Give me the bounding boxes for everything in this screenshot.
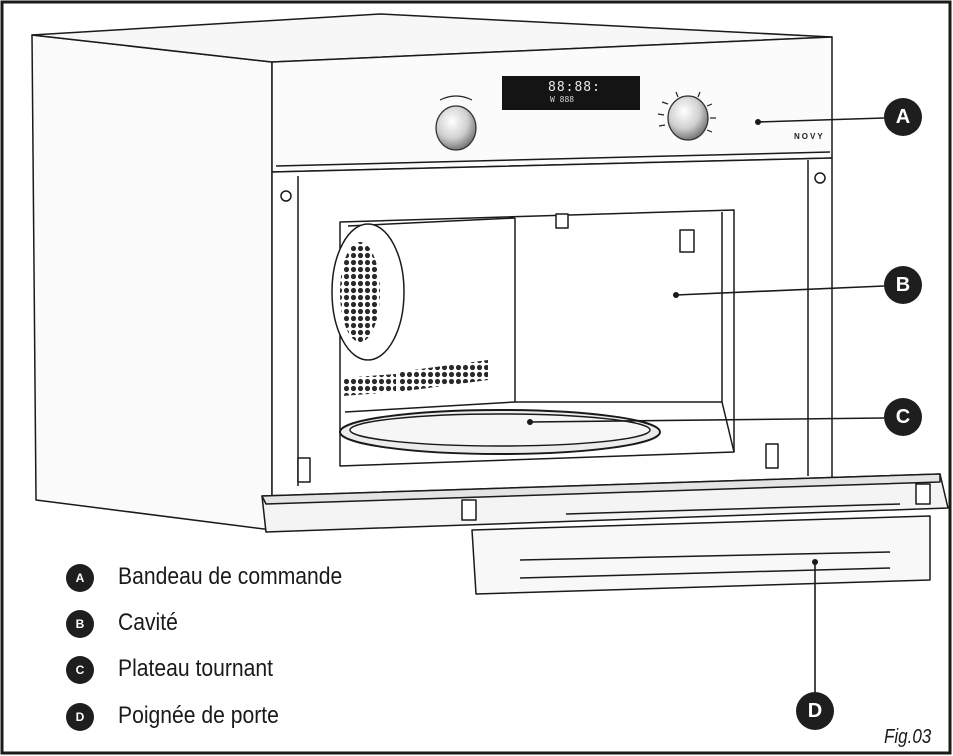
oven-side-panel bbox=[31, 34, 273, 531]
bottom-grille-left bbox=[342, 374, 396, 396]
door-handle bbox=[471, 515, 931, 595]
callout-dot-b bbox=[673, 292, 679, 298]
door-handle-bar bbox=[519, 551, 891, 561]
door-stripe bbox=[565, 503, 901, 515]
hinge-left bbox=[297, 457, 311, 483]
cavity-ceiling-left bbox=[347, 217, 516, 227]
control-panel-lower-edge bbox=[275, 151, 831, 167]
door-clip-right bbox=[915, 483, 931, 505]
right-knob-scale bbox=[657, 91, 716, 133]
display-time: 88:88: bbox=[548, 80, 601, 95]
left-knob-arrows bbox=[439, 95, 473, 101]
callout-dot-d bbox=[812, 559, 818, 565]
screw bbox=[280, 190, 292, 202]
callout-line-a bbox=[757, 117, 885, 123]
right-knob bbox=[667, 95, 709, 141]
fan-grille bbox=[340, 242, 380, 342]
door-clip-left bbox=[461, 499, 477, 521]
legend-label-a: Bandeau de commande bbox=[118, 563, 343, 590]
callout-dot-a bbox=[755, 119, 761, 125]
turntable-inner bbox=[349, 413, 651, 447]
screw bbox=[814, 172, 826, 184]
hinge-right bbox=[765, 443, 779, 469]
legend-badge-d: D bbox=[66, 703, 94, 731]
callout-line-b bbox=[675, 285, 885, 296]
oven-door-top-edge bbox=[261, 473, 941, 505]
cavity-floor-left bbox=[344, 401, 516, 413]
legend-label-d: Poignée de porte bbox=[118, 702, 279, 729]
brand-logo: NOVY bbox=[794, 132, 825, 141]
legend-badge-a: A bbox=[66, 564, 94, 592]
callout-badge-d: D bbox=[796, 692, 834, 730]
cavity-hook bbox=[555, 213, 569, 229]
cavity-hook bbox=[679, 229, 695, 253]
callout-badge-b: B bbox=[884, 266, 922, 304]
door-handle-bar bbox=[519, 567, 891, 579]
bottom-grille-right bbox=[398, 360, 488, 392]
callout-badge-a: A bbox=[884, 98, 922, 136]
legend-label-c: Plateau tournant bbox=[118, 655, 274, 682]
display-window bbox=[502, 76, 640, 110]
left-knob bbox=[435, 105, 477, 151]
callout-line-c bbox=[529, 417, 885, 423]
cavity-floor-right bbox=[721, 401, 735, 453]
legend-badge-b: B bbox=[66, 610, 94, 638]
legend-label-b: Cavité bbox=[118, 609, 178, 636]
callout-dot-c bbox=[527, 419, 533, 425]
display-power: W 888 bbox=[550, 95, 575, 104]
callout-badge-c: C bbox=[884, 398, 922, 436]
figure-label: Fig.03 bbox=[884, 726, 932, 748]
legend-badge-c: C bbox=[66, 656, 94, 684]
